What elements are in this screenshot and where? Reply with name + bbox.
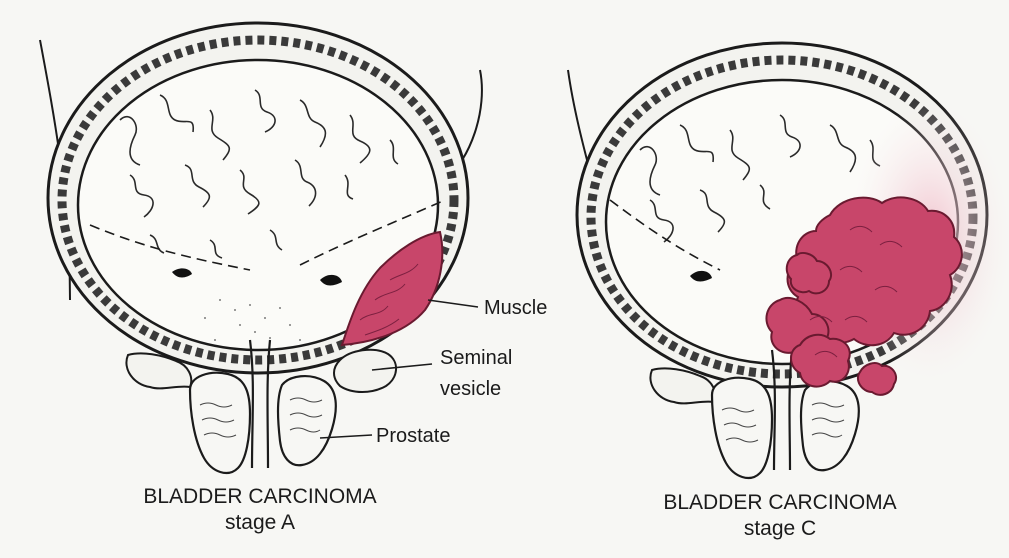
caption-stage-c: BLADDER CARCINOMA stage C: [620, 490, 940, 542]
label-seminal-vesicle-line2: vesicle: [440, 377, 501, 401]
prostate-right-lobe-a: [278, 376, 336, 465]
caption-stage-c-text: stage C: [620, 516, 940, 542]
caption-title-a: BLADDER CARCINOMA: [100, 484, 420, 510]
seminal-vesicle-right-a: [334, 350, 396, 392]
prostate-left-lobe-a: [190, 373, 250, 473]
caption-title-c: BLADDER CARCINOMA: [620, 490, 940, 516]
panel-stage-a: [40, 23, 482, 473]
prostate-right-lobe-c: [801, 381, 859, 470]
panel-stage-c: [568, 43, 1009, 478]
label-seminal-vesicle-line1: Seminal: [440, 346, 512, 370]
caption-stage-a-text: stage A: [100, 510, 420, 536]
label-prostate: Prostate: [376, 424, 450, 448]
leader-muscle: [428, 300, 478, 307]
caption-stage-a: BLADDER CARCINOMA stage A: [100, 484, 420, 536]
label-muscle: Muscle: [484, 296, 547, 320]
prostate-left-lobe-c: [712, 378, 772, 478]
